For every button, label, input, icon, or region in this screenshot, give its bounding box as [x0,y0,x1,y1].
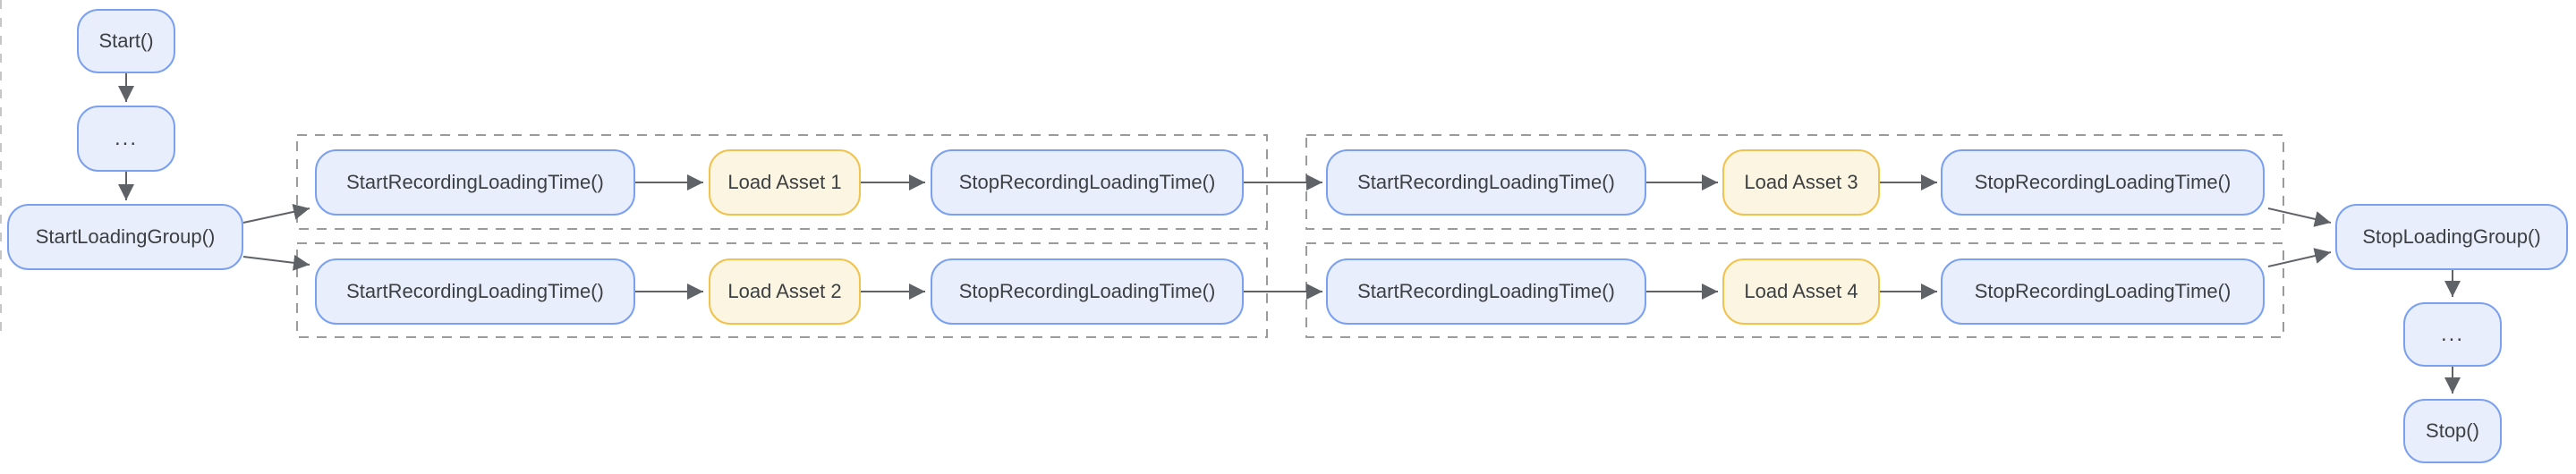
node-start: Start() [77,9,175,73]
node-g2r1-start-recording: StartRecordingLoadingTime() [1326,149,1646,216]
node-load-asset-1: Load Asset 1 [709,149,861,216]
group1-row2-box [296,242,1268,338]
arrow-g2r1-to-stoploadinggroup [2267,207,2332,227]
node-stop: Stop() [2403,399,2502,463]
node-g1r1-stop-recording: StopRecordingLoadingTime() [931,149,1244,216]
arrow-slg-to-g1r2 [242,254,310,271]
node-ellipsis-left: ... [77,106,175,172]
node-g1r2-start-recording: StartRecordingLoadingTime() [315,258,635,325]
node-g2r1-stop-recording: StopRecordingLoadingTime() [1941,149,2265,216]
node-ellipsis-right: ... [2403,302,2502,367]
node-load-asset-4: Load Asset 4 [1722,258,1880,325]
node-g2r2-start-recording: StartRecordingLoadingTime() [1326,258,1646,325]
node-g2r2-stop-recording: StopRecordingLoadingTime() [1941,258,2265,325]
arrow-g2r2-to-stoploadinggroup [2267,248,2332,267]
arrow-slg-to-g1r1 [242,204,310,224]
node-stop-loading-group: StopLoadingGroup() [2335,204,2568,270]
group1-row1-box [296,134,1268,230]
node-load-asset-2: Load Asset 2 [709,258,861,325]
node-g1r2-stop-recording: StopRecordingLoadingTime() [931,258,1244,325]
node-load-asset-3: Load Asset 3 [1722,149,1880,216]
node-start-loading-group: StartLoadingGroup() [7,204,243,270]
node-g1r1-start-recording: StartRecordingLoadingTime() [315,149,635,216]
